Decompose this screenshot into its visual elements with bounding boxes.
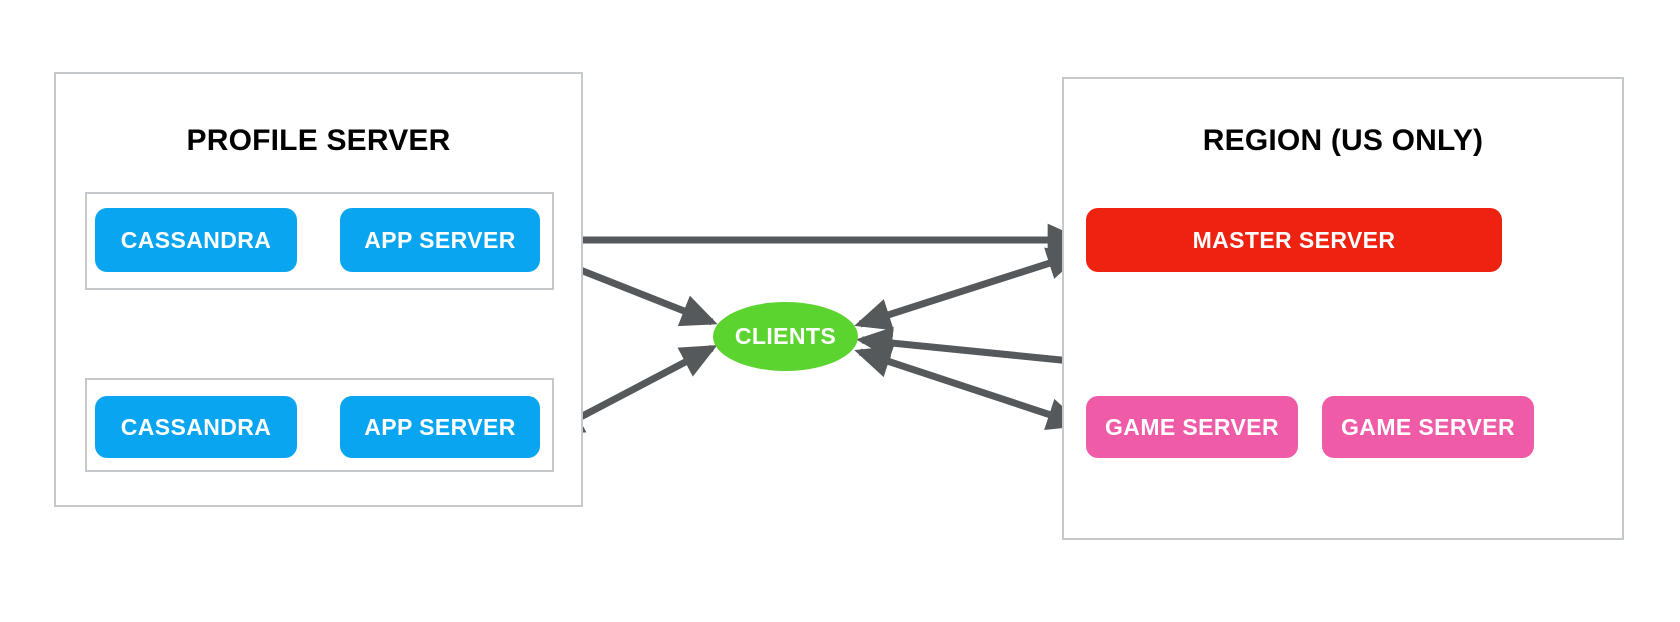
node-game-server-1[interactable]: GAME SERVER	[1086, 396, 1298, 458]
node-game-server-2[interactable]: GAME SERVER	[1322, 396, 1534, 458]
node-cassandra-2[interactable]: CASSANDRA	[95, 396, 297, 458]
node-app-server-1[interactable]: APP SERVER	[340, 208, 540, 272]
edge-clients-masterserver	[854, 247, 1084, 331]
panel-title-profile-server: PROFILE SERVER	[186, 124, 451, 157]
node-clients[interactable]: CLIENTS	[713, 302, 858, 371]
edge-clients-gameserver1	[854, 345, 1084, 431]
node-app-server-2[interactable]: APP SERVER	[340, 396, 540, 458]
node-master-server[interactable]: MASTER SERVER	[1086, 208, 1502, 272]
panel-title-region-us-only: REGION (US ONLY)	[1202, 124, 1484, 157]
node-cassandra-1[interactable]: CASSANDRA	[95, 208, 297, 272]
panel-region-us-only	[1062, 77, 1624, 540]
